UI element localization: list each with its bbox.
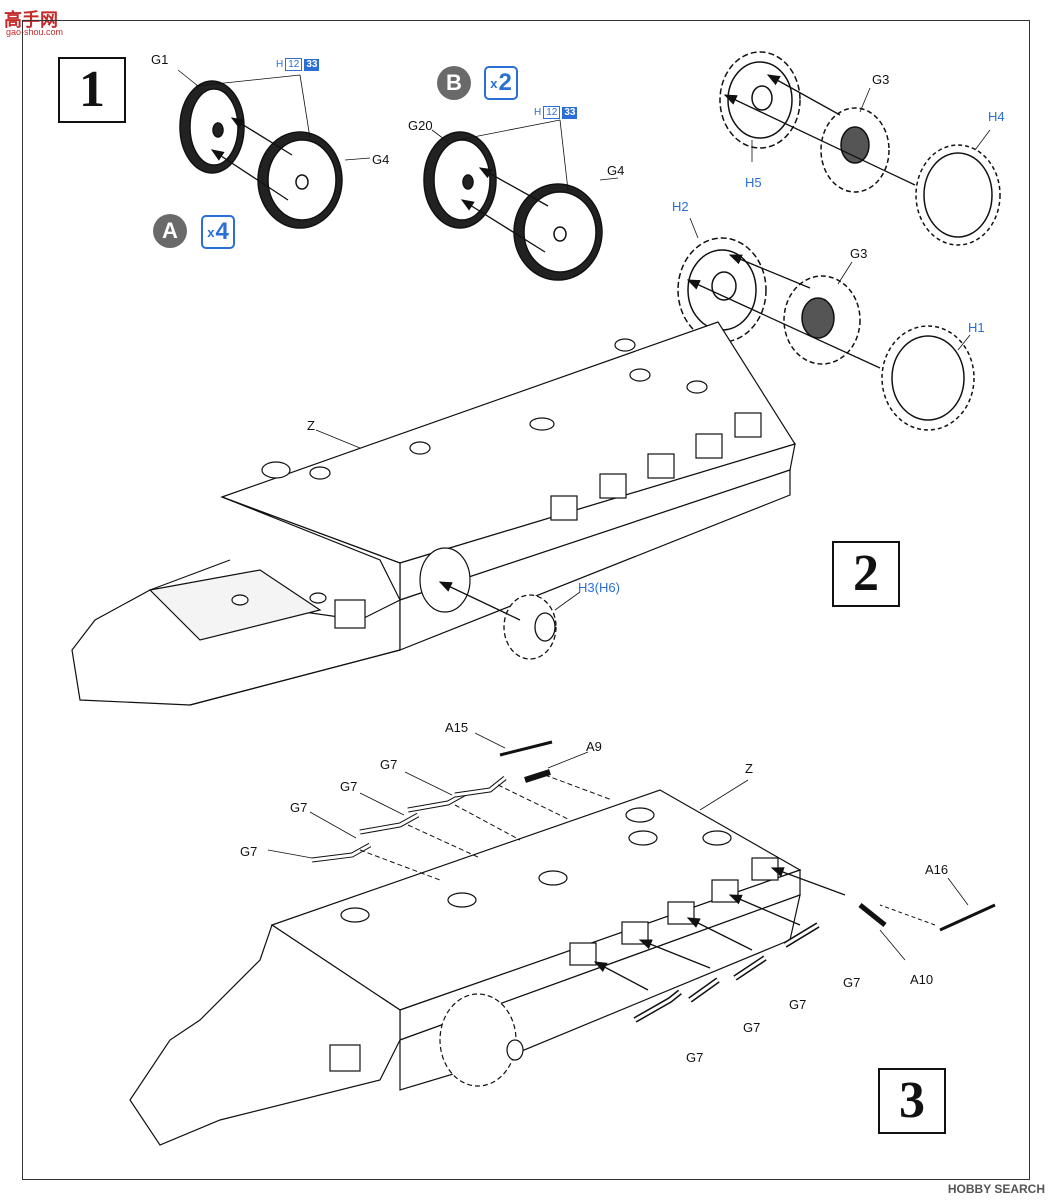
label-h5: H5 bbox=[745, 175, 762, 190]
label-a10: A10 bbox=[910, 972, 934, 987]
idler-h3 bbox=[503, 594, 557, 660]
label-g4-b: G4 bbox=[607, 163, 625, 178]
label-g20: G20 bbox=[408, 118, 433, 133]
step-number-2: 2 bbox=[832, 541, 900, 607]
label-h4: H4 bbox=[988, 109, 1005, 124]
label-g1: G1 bbox=[151, 52, 169, 67]
torsion-arms-bottom bbox=[633, 903, 996, 1023]
label-a15: A15 bbox=[445, 720, 469, 735]
instruction-frame bbox=[22, 20, 1030, 1180]
label-g7-4: G7 bbox=[240, 844, 258, 859]
torsion-arms-top bbox=[311, 740, 553, 863]
arrow-g4a-g1-2 bbox=[210, 149, 289, 201]
label-g4-a: G4 bbox=[372, 152, 390, 167]
label-g3-a: G3 bbox=[872, 72, 890, 87]
hull-z-step3 bbox=[129, 789, 802, 1146]
label-h3-h6: H3(H6) bbox=[578, 580, 620, 595]
hub-g3-b bbox=[783, 275, 861, 365]
watermark-url: gao-shou.com bbox=[6, 27, 64, 37]
step-number-3: 3 bbox=[878, 1068, 946, 1134]
sprocket-h2 bbox=[677, 237, 767, 343]
hub-g3-a bbox=[820, 107, 890, 193]
sprocket-ring-h4 bbox=[915, 144, 1001, 246]
label-g7-7: G7 bbox=[743, 1020, 761, 1035]
guide-lines-top bbox=[359, 774, 613, 881]
step-number-1: 1 bbox=[58, 57, 126, 123]
label-a16: A16 bbox=[925, 862, 949, 877]
label-g7-5: G7 bbox=[843, 975, 861, 990]
label-h2: H2 bbox=[672, 199, 689, 214]
hull-z-step2 bbox=[71, 321, 796, 706]
label-z-step3: Z bbox=[745, 761, 753, 776]
label-g7-1: G7 bbox=[380, 757, 398, 772]
label-g7-3: G7 bbox=[290, 800, 308, 815]
wheel-g4-a bbox=[257, 131, 343, 229]
label-h1: H1 bbox=[968, 320, 985, 335]
label-z-step2: Z bbox=[307, 418, 315, 433]
wheel-g4-b bbox=[513, 183, 603, 281]
arrow-g4a-g1 bbox=[230, 117, 293, 156]
label-g7-2: G7 bbox=[340, 779, 358, 794]
variant-a-badge: A bbox=[153, 214, 187, 248]
label-a9: A9 bbox=[586, 739, 602, 754]
label-g3-b: G3 bbox=[850, 246, 868, 261]
variant-b-badge: B bbox=[437, 66, 471, 100]
wheel-g1 bbox=[179, 80, 245, 174]
label-g7-8: G7 bbox=[686, 1050, 704, 1065]
label-g7-6: G7 bbox=[789, 997, 807, 1012]
sprocket-h5 bbox=[719, 51, 801, 149]
sprocket-ring-h1 bbox=[881, 325, 975, 431]
watermark-hobbysearch: HOBBY SEARCH bbox=[947, 1182, 1045, 1196]
wheel-g20 bbox=[423, 131, 497, 229]
